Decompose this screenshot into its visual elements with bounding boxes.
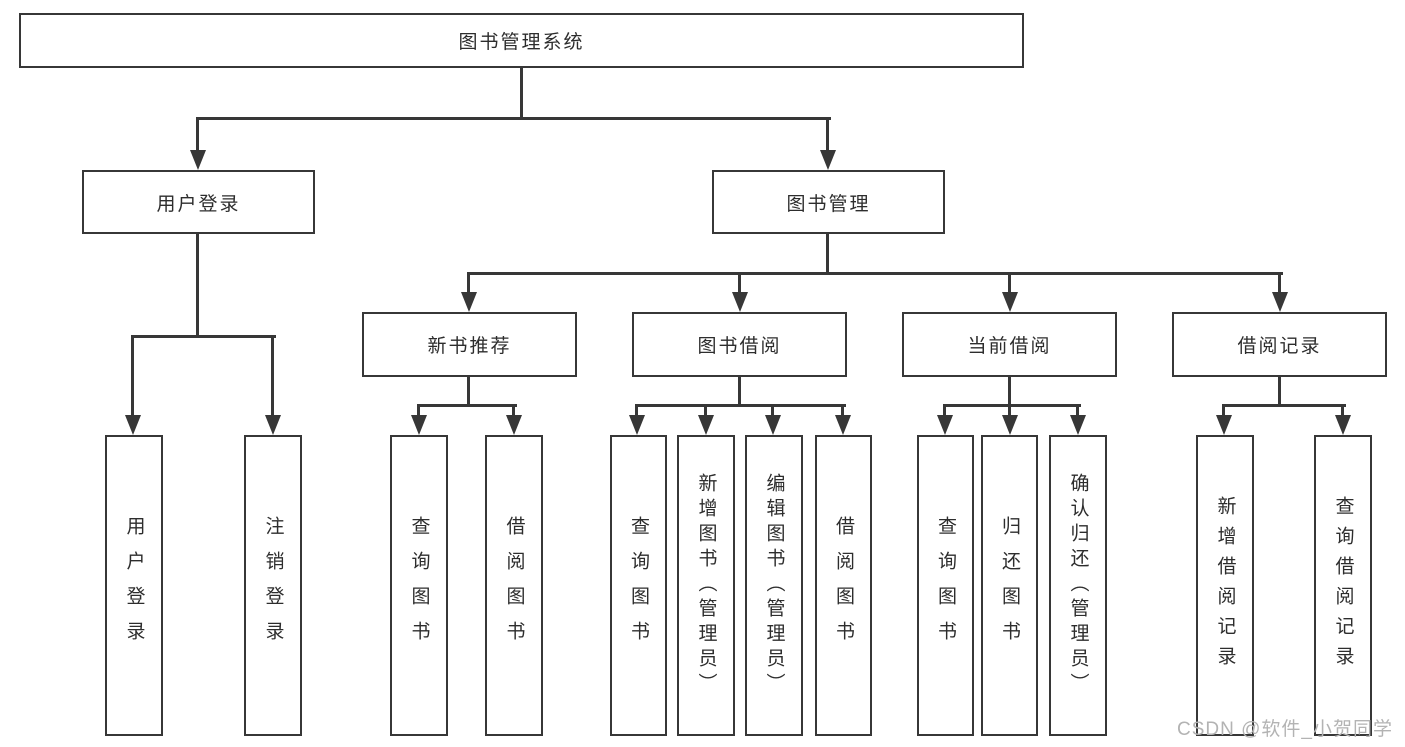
arrowhead-down-icon (1216, 415, 1232, 435)
arrowhead-down-icon (820, 150, 836, 170)
arrowhead-down-icon (506, 415, 522, 435)
leaf-confirm-return-admin: 确认归还（管理员） (1049, 435, 1107, 736)
arrowhead-down-icon (265, 415, 281, 435)
connector-records-stub (1278, 377, 1281, 407)
connector-recommend-fork (417, 404, 517, 407)
connector-book-management-stub (826, 234, 829, 275)
connector-arm-leaf (417, 404, 420, 417)
connector-records-fork (1222, 404, 1346, 407)
node-root-library-management-system: 图书管理系统 (19, 13, 1024, 68)
leaf-query-books-recommend: 查询图书 (390, 435, 448, 736)
node-borrow-records: 借阅记录 (1172, 312, 1387, 377)
arrowhead-down-icon (411, 415, 427, 435)
connector-arm-leaf (841, 404, 844, 417)
arrowhead-down-icon (1070, 415, 1086, 435)
connector-recommend-stub (467, 377, 470, 407)
leaf-add-books-admin: 新增图书（管理员） (677, 435, 735, 736)
connector-level1-branch (196, 117, 831, 120)
connector-current-fork (943, 404, 1081, 407)
connector-arm-leaf (943, 404, 946, 417)
connector-arm-leaf (1222, 404, 1225, 417)
arrowhead-down-icon (698, 415, 714, 435)
connector-arm-leaf (635, 404, 638, 417)
arrowhead-down-icon (1335, 415, 1351, 435)
leaf-edit-books-admin: 编辑图书（管理员） (745, 435, 803, 736)
connector-arm-leaf-logout (271, 335, 274, 417)
arrowhead-down-icon (125, 415, 141, 435)
leaf-user-login: 用户登录 (105, 435, 163, 736)
arrowhead-down-icon (629, 415, 645, 435)
connector-level3-branch (467, 272, 1283, 275)
arrowhead-down-icon (765, 415, 781, 435)
connector-user-login-fork (131, 335, 276, 338)
arrowhead-down-icon (1002, 292, 1018, 312)
connector-arm-leaf (1341, 404, 1344, 417)
node-book-borrowing: 图书借阅 (632, 312, 847, 377)
leaf-logout: 注销登录 (244, 435, 302, 736)
node-new-book-recommend: 新书推荐 (362, 312, 577, 377)
csdn-watermark: CSDN @软件_小贺同学 (1177, 719, 1393, 740)
node-user-login: 用户登录 (82, 170, 315, 234)
connector-root-stub (520, 68, 523, 118)
arrowhead-down-icon (835, 415, 851, 435)
leaf-return-books: 归还图书 (981, 435, 1038, 736)
connector-arm-current-borrowing (1008, 272, 1011, 294)
connector-arm-leaf (704, 404, 707, 417)
connector-borrowing-fork (635, 404, 846, 407)
arrowhead-down-icon (1272, 292, 1288, 312)
arrowhead-down-icon (461, 292, 477, 312)
connector-current-stub (1008, 377, 1011, 407)
connector-borrowing-stub (738, 377, 741, 407)
connector-arm-new-book-recommend (467, 272, 470, 294)
leaf-add-borrow-record: 新增借阅记录 (1196, 435, 1254, 736)
leaf-query-books-current: 查询图书 (917, 435, 974, 736)
node-book-management: 图书管理 (712, 170, 945, 234)
arrowhead-down-icon (190, 150, 206, 170)
leaf-borrow-books-recommend: 借阅图书 (485, 435, 543, 736)
leaf-query-borrow-record: 查询借阅记录 (1314, 435, 1372, 736)
connector-arm-leaf (1076, 404, 1079, 417)
arrowhead-down-icon (732, 292, 748, 312)
arrowhead-down-icon (937, 415, 953, 435)
arrowhead-down-icon (1002, 415, 1018, 435)
connector-arm-leaf (512, 404, 515, 417)
connector-arm-leaf (1008, 404, 1011, 417)
leaf-query-books-borrowing: 查询图书 (610, 435, 667, 736)
connector-user-login-stub (196, 234, 199, 337)
connector-arm-user-login (196, 117, 199, 152)
connector-arm-leaf (771, 404, 774, 417)
connector-arm-borrow-records (1278, 272, 1281, 294)
leaf-borrow-books: 借阅图书 (815, 435, 872, 736)
connector-arm-leaf-user-login (131, 335, 134, 417)
connector-arm-book-management (826, 117, 829, 152)
node-current-borrowing: 当前借阅 (902, 312, 1117, 377)
connector-arm-book-borrowing (738, 272, 741, 294)
